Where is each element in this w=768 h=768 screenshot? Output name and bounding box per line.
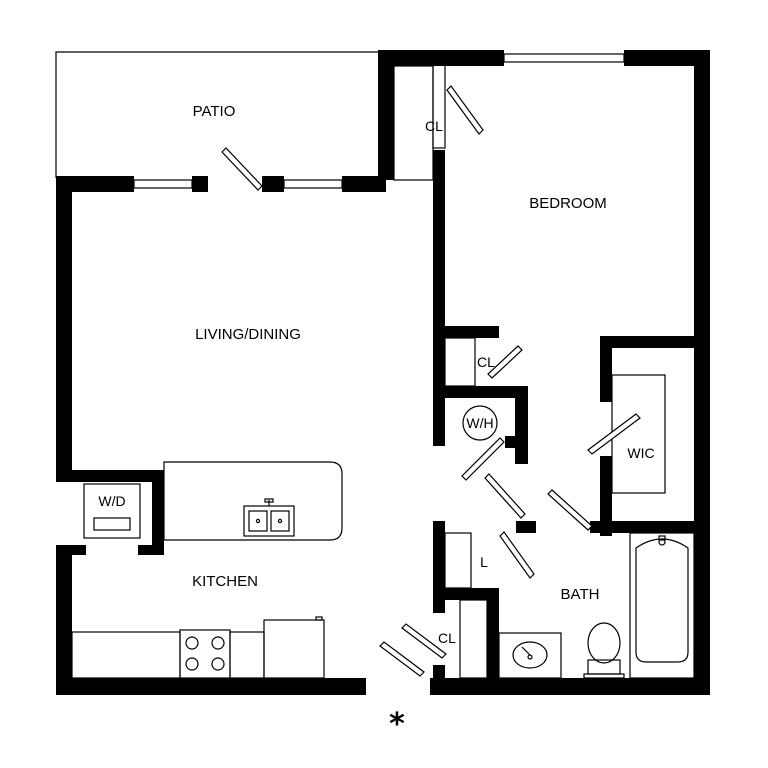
entry-door-2: [401, 623, 447, 659]
label-bath: BATH: [561, 586, 600, 603]
entry-door-1: [379, 641, 425, 677]
closet-door-mid: [487, 345, 523, 379]
kitchen-fixtures: [71, 461, 343, 679]
label-linen: L: [480, 554, 488, 570]
water-heater-icon: [462, 405, 498, 441]
bath-fixtures: [498, 532, 695, 679]
bath-sink-icon: [512, 641, 548, 669]
closet-door-top: [446, 85, 484, 135]
label-water-heater: W/H: [466, 415, 493, 431]
label-wic: WIC: [627, 445, 654, 461]
doors: [221, 85, 641, 677]
water-heater-door: [461, 437, 505, 481]
label-closet-top: CL: [425, 118, 443, 134]
wic-door: [587, 413, 641, 455]
washer-dryer-box: [83, 483, 141, 539]
label-washer-dryer: W/D: [98, 493, 125, 509]
label-patio: PATIO: [193, 103, 236, 120]
patio-door: [221, 147, 263, 191]
exterior-walls: [56, 50, 710, 695]
label-living-dining: LIVING/DINING: [195, 326, 301, 343]
kitchen-counter: [163, 461, 343, 541]
stove-icon: [179, 629, 231, 679]
interior-walls: [56, 50, 710, 695]
sink-icon: [243, 498, 295, 537]
toilet-icon: [583, 622, 625, 679]
label-closet-mid: CL: [477, 354, 495, 370]
label-bedroom: BEDROOM: [529, 195, 607, 212]
bath-door: [547, 489, 593, 531]
bathtub-icon: [635, 538, 689, 663]
bedroom-door: [484, 473, 526, 519]
label-kitchen: KITCHEN: [192, 573, 258, 590]
entry-marker: *: [389, 707, 405, 742]
refrigerator-icon: [263, 619, 325, 679]
label-closet-bottom: CL: [438, 630, 456, 646]
linen-door: [499, 531, 535, 579]
